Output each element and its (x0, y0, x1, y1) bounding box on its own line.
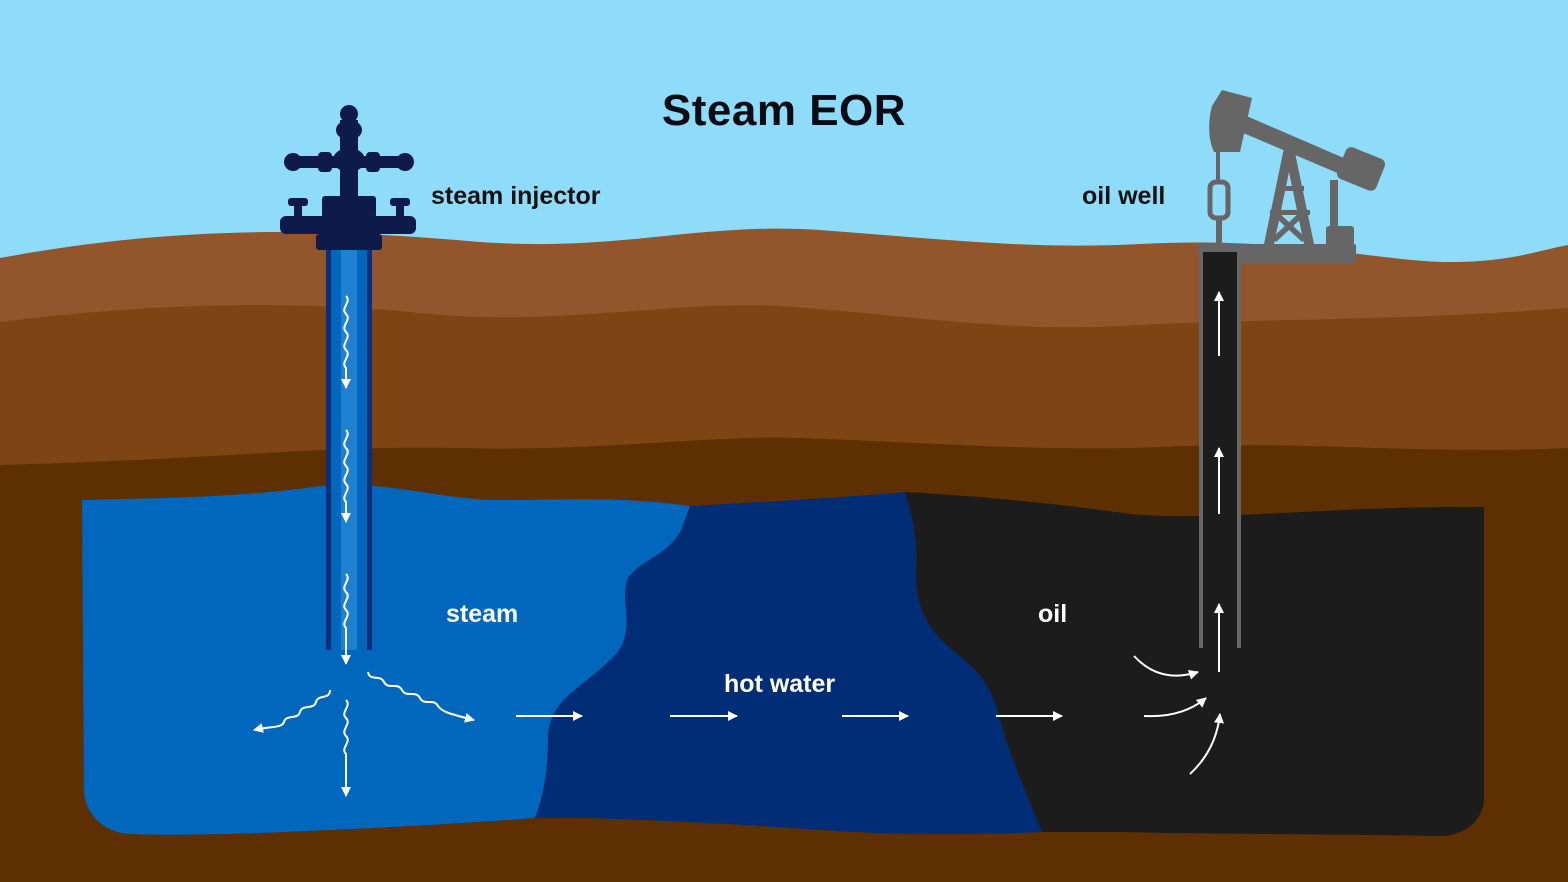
steam-arrow-1 (341, 295, 351, 389)
steam-zone (82, 484, 690, 835)
steam-arrow-3 (341, 573, 351, 665)
steam-arrow-2 (341, 429, 351, 523)
pumpjack-icon (1198, 90, 1386, 264)
converging-arrows (1133, 655, 1224, 775)
converge-arrow-2 (1143, 697, 1207, 718)
hot-water-zone (535, 492, 1042, 835)
converge-arrow-1 (1133, 655, 1199, 680)
wellhead-icon (280, 105, 416, 250)
oil-zone (905, 492, 1484, 836)
steam-flow-arrows (253, 295, 475, 797)
steam-arrow-6 (367, 671, 475, 723)
converge-arrow-3 (1189, 713, 1224, 775)
steam-arrow-5 (253, 689, 331, 733)
label-oil-well: oil well (1082, 182, 1166, 210)
label-oil: oil (1038, 600, 1068, 628)
label-steam-injector: steam injector (431, 182, 601, 210)
diagram-title: Steam EOR (661, 86, 907, 135)
label-steam: steam (446, 600, 519, 628)
steam-arrow-4 (341, 699, 351, 797)
label-hot-water: hot water (724, 670, 836, 698)
